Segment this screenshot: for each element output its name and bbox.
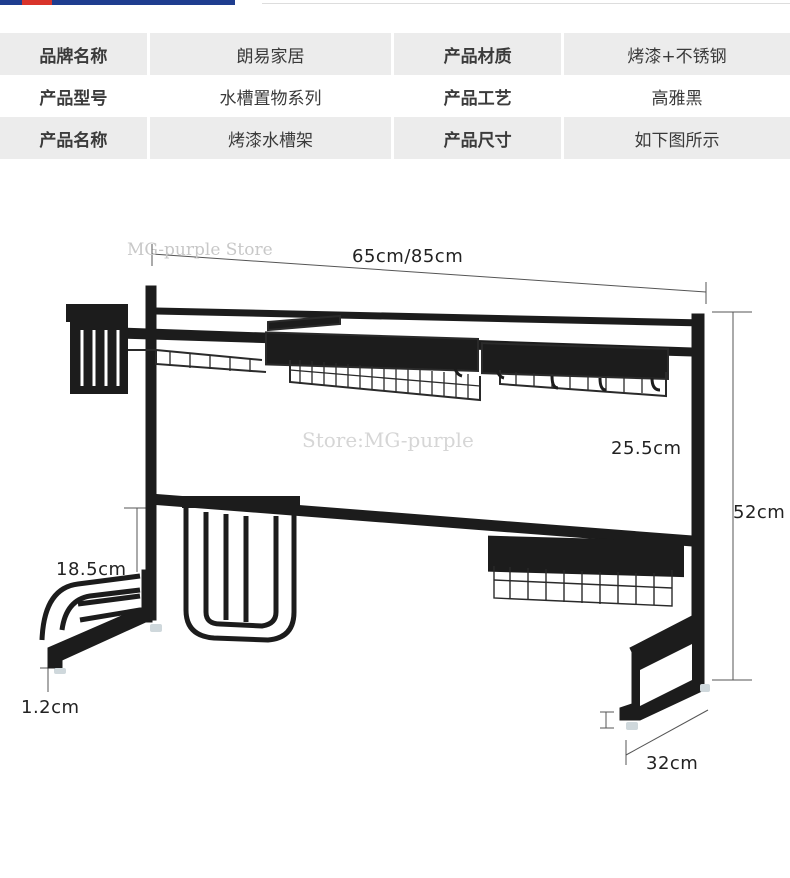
sink-rack-illustration xyxy=(39,244,752,765)
feet-pads xyxy=(54,624,710,730)
dimension-shelf-gap: 25.5cm xyxy=(611,438,682,459)
spec-value: 朗易家居 xyxy=(146,33,392,75)
top-hooks xyxy=(452,359,661,392)
spec-row: 产品名称 烤漆水槽架 产品尺寸 如下图所示 xyxy=(0,117,790,159)
dish-holder xyxy=(183,500,297,643)
spec-row: 品牌名称 朗易家居 产品材质 烤漆+不锈钢 xyxy=(0,33,790,75)
spec-label: 产品工艺 xyxy=(391,75,561,117)
spec-label: 品牌名称 xyxy=(0,33,147,75)
spec-table: 品牌名称 朗易家居 产品材质 烤漆+不锈钢 产品型号 水槽置物系列 产品工艺 高… xyxy=(0,33,790,159)
dimension-foot-height: 1.2cm xyxy=(21,697,80,718)
utensil-holder xyxy=(66,304,128,394)
watermark-store: Store:MG-purple xyxy=(302,428,474,452)
dimension-width: 65cm/85cm xyxy=(352,246,464,267)
lower-basket xyxy=(488,535,684,607)
spec-value: 烤漆+不锈钢 xyxy=(560,33,790,75)
dish-holder-bar xyxy=(182,496,300,508)
top-banner-strip xyxy=(0,0,790,12)
product-dimension-diagram: MG-purple Store Store:MG-purple 65cm/85c… xyxy=(0,200,790,878)
spec-value: 烤漆水槽架 xyxy=(146,117,392,159)
spec-row: 产品型号 水槽置物系列 产品工艺 高雅黑 xyxy=(0,75,790,117)
dimension-hook-height: 18.5cm xyxy=(56,559,127,580)
lid-holder xyxy=(39,573,141,641)
banner-blue-bar xyxy=(0,0,235,5)
banner-divider xyxy=(262,0,790,4)
spec-value: 高雅黑 xyxy=(560,75,790,117)
top-baskets xyxy=(122,314,669,402)
spec-label: 产品型号 xyxy=(39,88,108,109)
spec-value: 水槽置物系列 xyxy=(146,75,392,117)
dimension-height: 52cm xyxy=(733,502,786,523)
spec-label: 产品名称 xyxy=(0,117,147,159)
spec-value: 如下图所示 xyxy=(560,117,790,159)
basket-wires xyxy=(169,352,643,398)
dimension-lines xyxy=(40,244,752,765)
spec-label: 产品尺寸 xyxy=(391,117,561,159)
spec-label: 产品材质 xyxy=(391,33,561,75)
watermark-store: MG-purple Store xyxy=(127,240,273,260)
banner-red-mark xyxy=(22,0,52,5)
dimension-depth: 32cm xyxy=(646,753,699,774)
